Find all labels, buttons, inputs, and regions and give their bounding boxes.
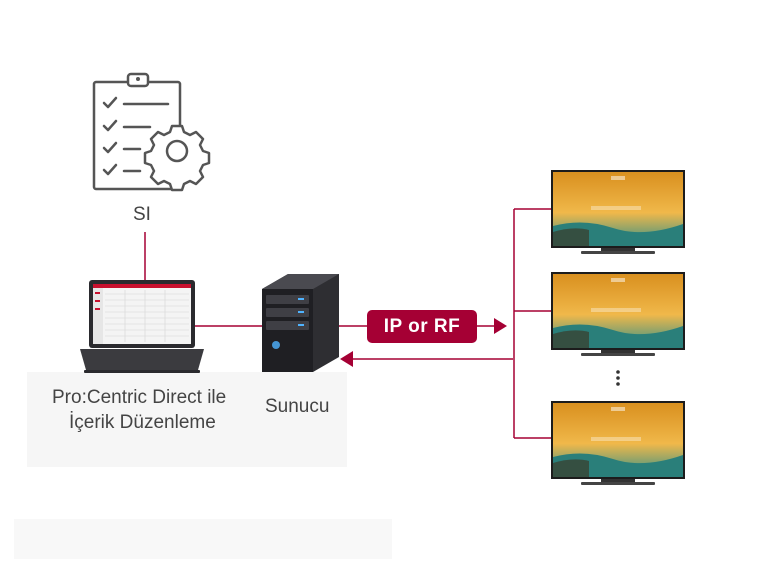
- tv-icon: [551, 272, 685, 356]
- laptop-label-line2: İçerik Düzenleme: [69, 412, 216, 433]
- server-label: Sunucu: [265, 396, 330, 417]
- arrow-left-icon: [340, 351, 353, 367]
- connection-badge: IP or RF: [367, 310, 477, 343]
- laptop-label-line1: Pro:Centric Direct ile: [52, 387, 227, 408]
- si-label: SI: [133, 204, 151, 225]
- bottom-blank-panel: [14, 519, 392, 559]
- arrow-right-icon: [494, 318, 507, 334]
- server-tower-icon: [262, 274, 339, 372]
- connector-lines: [144, 208, 551, 439]
- checklist-gear-icon: [92, 72, 211, 192]
- laptop-icon: [80, 280, 204, 373]
- more-displays-icon: [616, 370, 620, 386]
- laptop-server-panel: [27, 372, 347, 467]
- tv-icon: [551, 401, 685, 485]
- tv-icon: [551, 170, 685, 254]
